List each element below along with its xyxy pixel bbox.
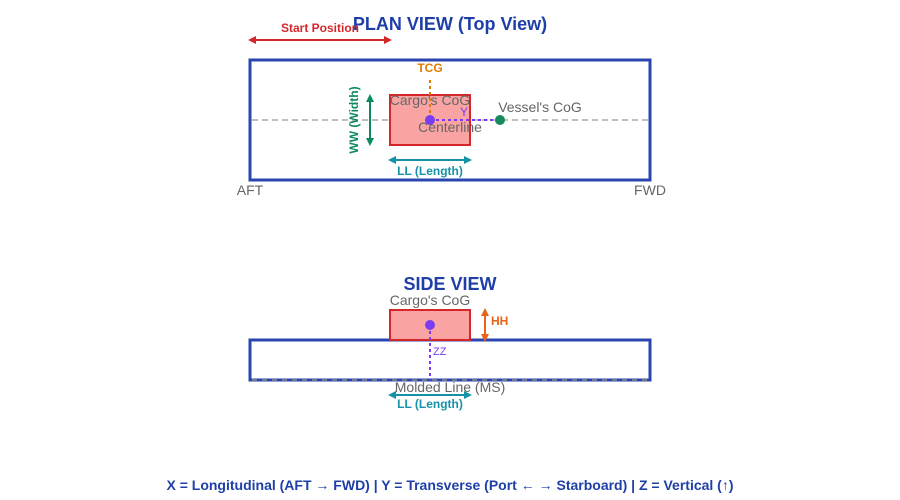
molded-line-label: Molded Line (MS) (395, 379, 506, 395)
side-hull-outline (248, 338, 652, 382)
y-label: Y (460, 105, 468, 119)
plan-cargo-cog-dot (425, 115, 435, 125)
start-position-label: Start Position (281, 21, 359, 35)
vessel-cog-label: Vessel's CoG (498, 99, 582, 115)
axis-legend: X = Longitudinal (AFT → FWD) | Y = Trans… (166, 477, 733, 493)
side-cargo-cog-label: Cargo's CoG (390, 292, 470, 308)
height-label: HH (491, 314, 508, 328)
side-length-label: LL (Length) (397, 397, 463, 411)
aft-label: AFT (237, 182, 264, 198)
plan-cargo-cog-label: Cargo's CoG (390, 92, 470, 108)
side-view-title: SIDE VIEW (403, 274, 496, 294)
vessel-cog-dot (495, 115, 505, 125)
plan-view-title: PLAN VIEW (Top View) (353, 14, 547, 34)
centerline-label: Centerline (418, 119, 482, 135)
plan-view: PLAN VIEW (Top View) Start Position TCG … (237, 14, 666, 198)
side-view: SIDE VIEW Cargo's CoG HH ZZ Molded Line … (248, 274, 652, 411)
plan-length-label: LL (Length) (397, 164, 463, 178)
width-label: WW (Width) (347, 86, 361, 153)
fwd-label: FWD (634, 182, 666, 198)
tcg-label: TCG (417, 61, 442, 75)
side-cargo-cog-dot (425, 320, 435, 330)
z-label: ZZ (433, 346, 447, 358)
